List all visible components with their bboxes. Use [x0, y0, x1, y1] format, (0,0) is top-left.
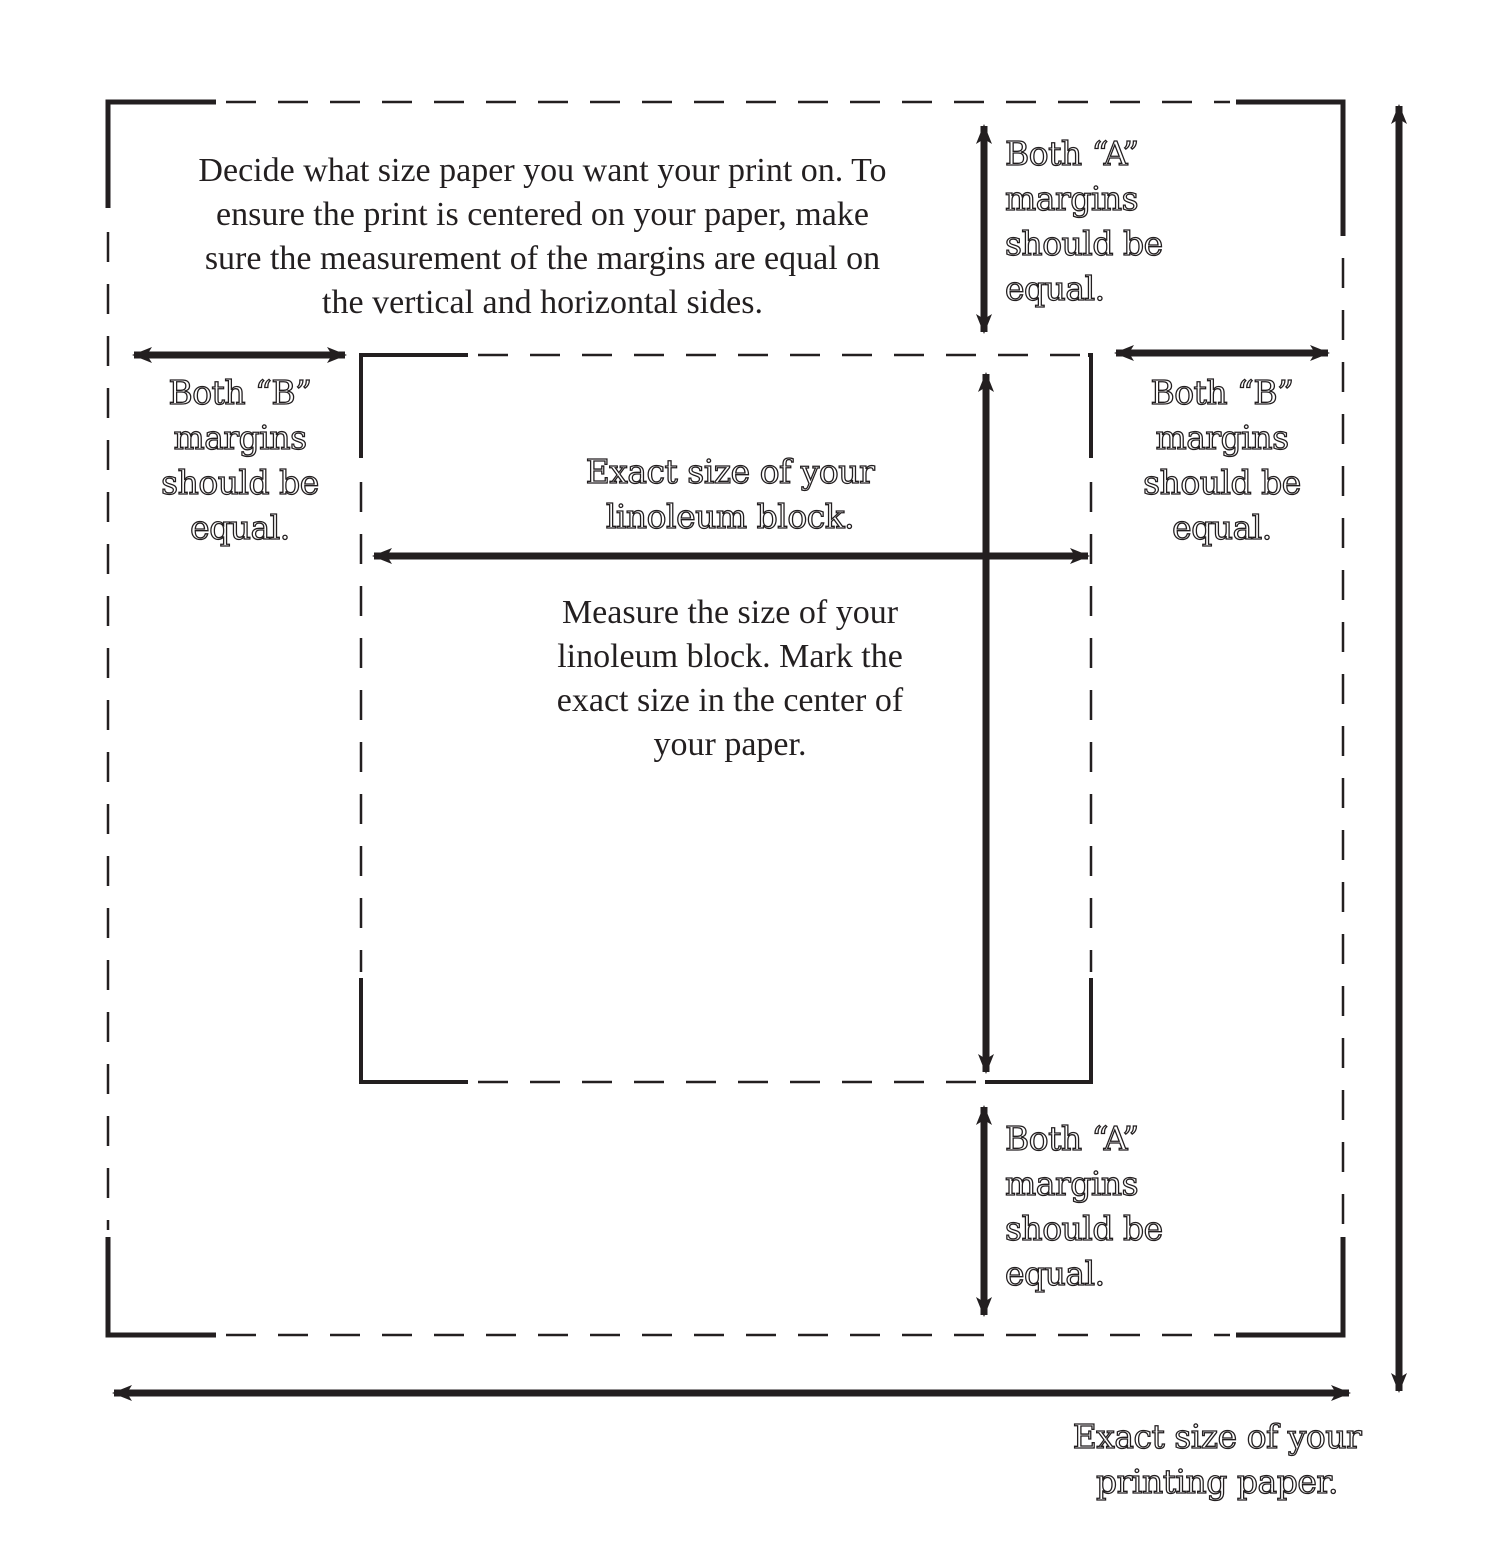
paper-instructions: Decide what size paper you want your pri…	[140, 149, 945, 325]
block-instructions: Measure the size of your linoleum block.…	[500, 591, 960, 767]
paper-corner-bottom-left	[105, 1237, 216, 1338]
block-corner-top-left	[359, 353, 468, 458]
block-corner-top-right	[1088, 353, 1093, 458]
label-line: should be	[1004, 1208, 1163, 1248]
margin-b-right-label: Both “B” margins should be equal.	[1110, 370, 1334, 550]
margin-b-left-label: Both “B” margins should be equal.	[130, 370, 350, 550]
label-line: margins	[1155, 417, 1290, 457]
paper-instruction-line: Decide what size paper you want your pri…	[198, 152, 887, 189]
block-corner-bottom-left	[359, 978, 468, 1084]
label-line: Both “B”	[168, 372, 313, 412]
label-line: equal.	[1172, 507, 1273, 547]
label-line: Both “A”	[1004, 133, 1139, 173]
block-instruction-line: exact size in the center of	[556, 682, 904, 719]
label-line: equal.	[1004, 268, 1105, 308]
label-line: should be	[1004, 223, 1163, 263]
paper-instruction-line: ensure the print is centered on your pap…	[216, 196, 869, 233]
paper-instruction-line: the vertical and horizontal sides.	[322, 284, 763, 321]
block-corner-bottom-right	[985, 978, 1093, 1084]
label-line: should be	[161, 462, 320, 502]
label-line: linoleum block.	[605, 496, 855, 536]
paper-corner-top-left	[105, 99, 216, 208]
margin-a-bottom-label: Both “A” margins should be equal.	[1004, 1116, 1205, 1296]
block-size-label: Exact size of your linoleum block.	[560, 449, 900, 539]
label-line: margins	[173, 417, 308, 457]
paper-size-label: Exact size of your printing paper.	[1062, 1414, 1372, 1504]
paper-corner-top-right	[1236, 99, 1346, 236]
label-line: margins	[1004, 1163, 1139, 1203]
label-line: should be	[1143, 462, 1302, 502]
block-instruction-line: your paper.	[653, 726, 807, 763]
label-line: equal.	[1004, 1253, 1105, 1293]
label-line: margins	[1004, 178, 1139, 218]
block-instruction-line: Measure the size of your	[561, 594, 899, 631]
block-outline	[359, 353, 1093, 1084]
paper-outline	[105, 99, 1346, 1338]
label-line: Exact size of your	[585, 451, 875, 491]
block-instruction-line: linoleum block. Mark the	[557, 638, 903, 675]
label-line: equal.	[190, 507, 291, 547]
label-line: Both “B”	[1150, 372, 1295, 412]
label-line: printing paper.	[1095, 1461, 1339, 1501]
margin-a-top-label: Both “A” margins should be equal.	[1004, 131, 1205, 311]
label-line: Both “A”	[1004, 1118, 1139, 1158]
label-line: Exact size of your	[1072, 1416, 1362, 1456]
paper-corner-bottom-right	[1236, 1237, 1346, 1338]
paper-instruction-line: sure the measurement of the margins are …	[204, 240, 881, 277]
